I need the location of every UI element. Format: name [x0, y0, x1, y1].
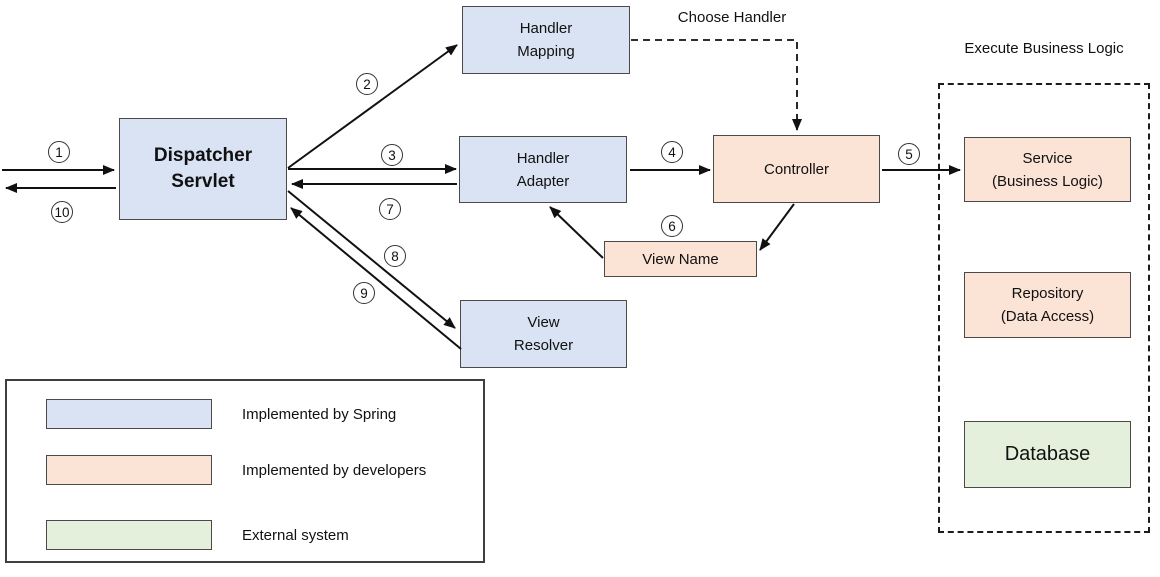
step-4-badge: 4	[661, 141, 683, 163]
legend: Implemented by Spring Implemented by dev…	[5, 379, 485, 563]
step-6-badge: 6	[661, 215, 683, 237]
step-9-badge: 9	[353, 282, 375, 304]
handler-adapter-node: Handler Adapter	[459, 136, 627, 203]
handler-mapping-node: Handler Mapping	[462, 6, 630, 74]
arrow-6-view-name-to-adapter	[549, 206, 604, 259]
step-1-badge: 1	[48, 141, 70, 163]
controller-node: Controller	[713, 135, 880, 203]
arrow-2-to-handler-mapping	[287, 44, 458, 169]
step-5-badge: 5	[898, 143, 920, 165]
repository-node: Repository (Data Access)	[964, 272, 1131, 338]
step-10-badge: 10	[51, 201, 73, 223]
view-name-node: View Name	[604, 241, 757, 277]
step-8-badge: 8	[384, 245, 406, 267]
choose-handler-dashed-arrow	[631, 39, 802, 131]
step-2-badge: 2	[356, 73, 378, 95]
business-logic-container	[938, 83, 1150, 533]
dispatcher-servlet-node: Dispatcher Servlet	[119, 118, 287, 220]
legend-swatch-external	[46, 520, 212, 550]
legend-label-developers: Implemented by developers	[242, 461, 427, 479]
step-3-badge: 3	[381, 144, 403, 166]
step-7-badge: 7	[379, 198, 401, 220]
arrow-9-resolver-to-dispatcher	[290, 207, 462, 350]
legend-swatch-developers	[46, 455, 212, 485]
view-resolver-node: View Resolver	[460, 300, 627, 368]
arrow-8-to-view-resolver	[287, 190, 456, 329]
arrow-controller-to-view-name	[759, 203, 795, 251]
choose-handler-label: Choose Handler	[677, 9, 787, 26]
legend-label-external: External system	[242, 526, 349, 544]
execute-business-logic-label: Execute Business Logic	[964, 40, 1124, 57]
service-node: Service (Business Logic)	[964, 137, 1131, 202]
database-node: Database	[964, 421, 1131, 488]
legend-label-spring: Implemented by Spring	[242, 405, 397, 423]
legend-swatch-spring	[46, 399, 212, 429]
